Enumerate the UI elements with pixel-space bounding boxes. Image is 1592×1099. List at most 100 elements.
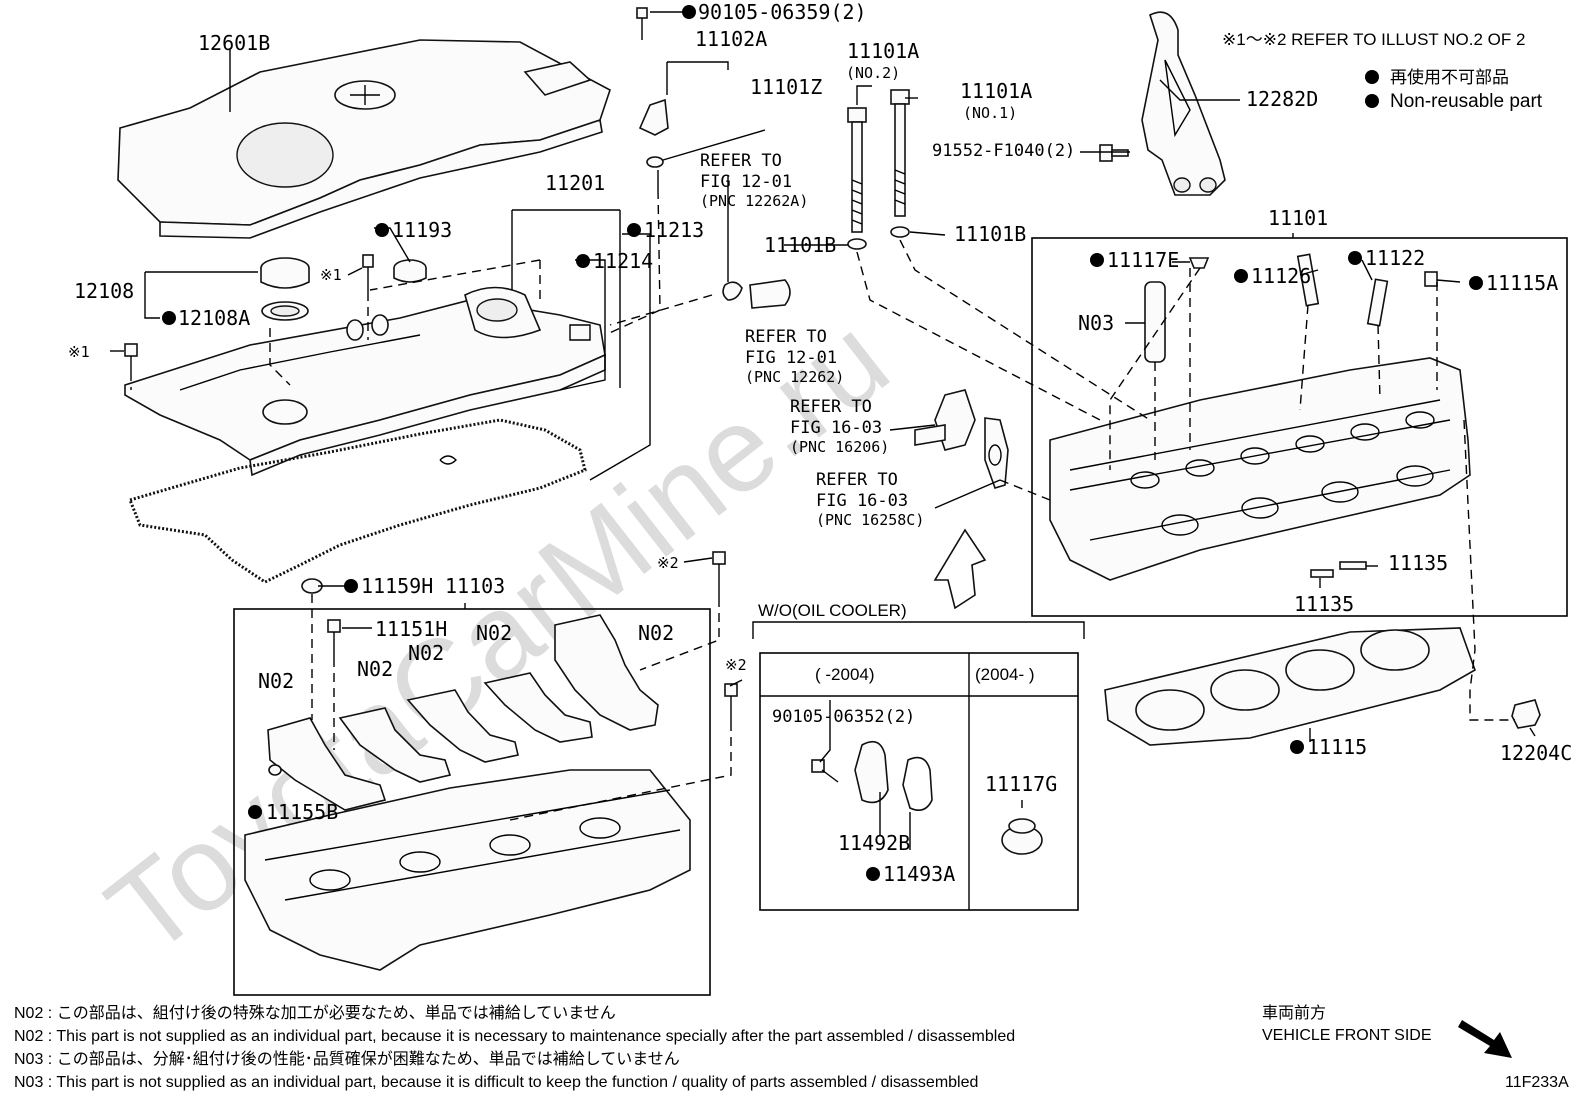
label-11101A-no2: 11101A [847,39,919,63]
label-11214: 11214 [593,249,653,273]
front-en: VEHICLE FRONT SIDE [1262,1027,1432,1044]
label-N02-5: N02 [638,621,674,645]
legend-jp: 再使用不可部品 [1390,67,1509,87]
label-11213: 11213 [644,218,704,242]
bearing-cap-1 [267,717,387,811]
bolt-11151H [327,619,341,658]
front-arrow-icon [1458,1020,1512,1058]
cylinder-head-cover [124,286,606,477]
head-gasket [1104,627,1476,746]
note-n02-en: N02 : This part is not supplied as an in… [14,1028,1015,1045]
refer-note: ※1～※2 REFER TO ILLUST NO.2 OF 2 [1222,30,1525,49]
camshaft-housing-box [233,608,711,996]
part-N03 [1144,281,1166,363]
refer-4-line3: (PNC 16258C) [816,511,924,529]
label-12108: 12108 [74,279,134,303]
plug-11117E [1188,257,1210,269]
plug-11155B [268,764,282,776]
pin-11126 [1296,253,1320,307]
cam-sensor [636,7,669,168]
bolt-x1-top [362,254,374,292]
wo-title: W/O(OIL COOLER) [758,601,907,620]
cylinder-head-box [1031,237,1568,617]
refer-1-line3: (PNC 12262A) [700,192,808,210]
bolt-x2-bottom [724,683,738,722]
label-11115A: 11115A [1486,271,1558,295]
label-11492B: 11492B [838,831,910,855]
label-x2-bottom: ※2 [725,656,747,674]
label-11101B-right: 11101B [954,222,1026,246]
label-no1: (NO.1) [963,104,1017,122]
label-90105-06352: 90105-06352(2) [772,707,915,727]
wo-col2: (2004- ) [975,665,1035,684]
label-11135-b: 11135 [1294,592,1354,616]
label-x1-left: ※1 [68,343,90,361]
refer-1-line2: FIG 12-01 [700,172,792,192]
diagram-code: 11F233A [1505,1074,1569,1091]
bolt-91552 [1099,144,1129,162]
label-11103: 11103 [445,574,505,598]
engine-cover [117,39,611,239]
bearing-cap-2 [338,707,452,783]
refer-4-line1: REFER TO [816,470,898,490]
bearing-cap-5 [554,614,659,731]
label-x2-top: ※2 [657,554,679,572]
dowel-11115A [1424,271,1438,287]
bolt-90105-06352 [811,759,839,783]
cylinder-head [1049,357,1471,581]
label-11101A-no1: 11101A [960,79,1032,103]
label-11126: 11126 [1251,264,1311,288]
label-12282D: 12282D [1246,87,1318,111]
wo-col1: ( -2004) [815,665,875,684]
plug-12204C [1511,699,1541,729]
refer-3-line1: REFER TO [790,397,872,417]
label-N02-3: N02 [408,641,444,665]
hose-clamp [722,279,791,309]
gasket-11493A [902,756,933,811]
refer-3-line3: (PNC 16206) [790,438,889,456]
head-bolt-no2 [847,107,867,250]
label-11101: 11101 [1268,206,1328,230]
label-11193: 11193 [392,218,452,242]
label-N02-4: N02 [476,621,512,645]
legend-en: Non-reusable part [1390,91,1543,112]
label-11102A: 11102A [695,27,767,51]
note-n02-jp: N02 : この部品は、組付け後の特殊な加工が必要なため、単品では補給していませ… [14,1004,616,1022]
refer-2-line3: (PNC 12262) [745,368,844,386]
refer-2-line2: FIG 12-01 [745,348,837,368]
label-no2: (NO.2) [846,64,900,82]
note-n03-jp: N03 : この部品は、分解･組付け後の性能･品質確保が困難なため、単品では補給… [14,1050,680,1068]
direction-arrow [933,528,987,610]
bolt-x2-top [712,551,726,598]
bearing-cap-3 [406,689,519,763]
label-12108A: 12108A [178,306,250,330]
label-90105-06359: 90105-06359(2) [698,0,867,24]
bolt-x1-left [124,343,138,372]
engine-hanger [1141,11,1226,196]
label-11101B-left: 11101B [764,233,836,257]
note-n03-en: N03 : This part is not supplied as an in… [14,1074,978,1091]
cover-plate-11492B [854,740,889,804]
plug-11117G [1001,818,1043,855]
head-bolt-no1 [890,89,910,238]
label-12601B: 12601B [198,31,270,55]
label-N02-1: N02 [258,669,294,693]
pin-11122 [1366,278,1389,327]
label-11101Z: 11101Z [750,75,822,99]
refer-3-line2: FIG 16-03 [790,418,882,438]
refer-1-line1: REFER TO [700,151,782,171]
oil-filler-cap [260,257,310,321]
refer-4-line2: FIG 16-03 [816,491,908,511]
label-11135-a: 11135 [1388,551,1448,575]
label-11115: 11115 [1307,735,1367,759]
label-11122: 11122 [1365,246,1425,270]
label-11493A: 11493A [883,862,955,886]
label-11155B: 11155B [266,800,338,824]
label-11117G: 11117G [985,772,1057,796]
label-91552: 91552-F1040(2) [932,141,1075,161]
front-jp: 車両前方 [1262,1004,1326,1022]
label-11151H: 11151H [375,617,447,641]
oil-cooler-plate [914,389,1009,489]
cap-plug-11193 [393,259,427,283]
